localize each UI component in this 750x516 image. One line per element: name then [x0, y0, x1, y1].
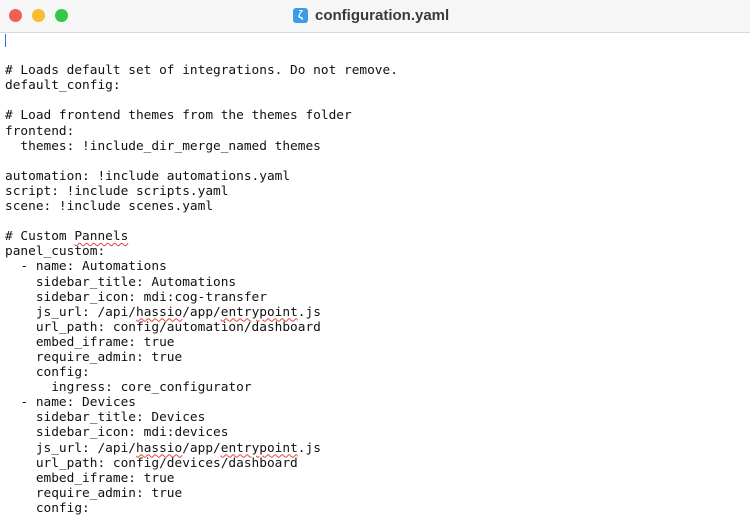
code-text: sidebar_title: Automations [5, 275, 236, 290]
text-caret [5, 34, 6, 47]
code-text: js_url: /api/ [5, 305, 136, 320]
code-line[interactable]: ingress: core_configurator [5, 380, 750, 395]
window-title-text: configuration.yaml [315, 7, 449, 24]
code-line[interactable] [5, 93, 750, 108]
maximize-window-button[interactable] [55, 9, 68, 22]
code-text: require_admin: true [5, 350, 182, 365]
code-text: .js [298, 305, 321, 320]
code-line[interactable]: themes: !include_dir_merge_named themes [5, 139, 750, 154]
code-text: /app/ [182, 305, 221, 320]
misspelled-word: hassio [136, 305, 182, 320]
code-text: themes: !include_dir_merge_named themes [5, 139, 321, 154]
code-text: url_path: config/devices/dashboard [5, 456, 298, 471]
misspelled-word: hassio [136, 441, 182, 456]
code-text: sidebar_title: Devices [5, 410, 205, 425]
code-line[interactable]: sidebar_icon: mdi:devices [5, 425, 750, 440]
misspelled-word: entrypoint [221, 441, 298, 456]
code-line[interactable]: require_admin: true [5, 350, 750, 365]
code-text: # Loads default set of integrations. Do … [5, 63, 398, 78]
code-text: require_admin: true [5, 486, 182, 501]
code-line[interactable]: default_config: [5, 78, 750, 93]
code-line[interactable]: embed_iframe: true [5, 471, 750, 486]
title-bar: ζ configuration.yaml [0, 0, 750, 33]
code-line[interactable]: js_url: /api/hassio/app/entrypoint.js [5, 305, 750, 320]
window-title: ζ configuration.yaml [293, 7, 449, 24]
code-text: ingress: core_configurator [5, 380, 252, 395]
text-editor[interactable]: # Loads default set of integrations. Do … [5, 33, 750, 485]
code-text: /app/ [182, 441, 221, 456]
code-text: # Custom [5, 229, 74, 244]
code-text: config: [5, 501, 90, 516]
code-text: config: [5, 365, 90, 380]
code-line[interactable]: automation: !include automations.yaml [5, 169, 750, 184]
code-line[interactable]: url_path: config/devices/dashboard [5, 456, 750, 471]
code-line[interactable]: - name: Automations [5, 259, 750, 274]
code-line[interactable]: - name: Devices [5, 395, 750, 410]
code-text: - name: Automations [5, 259, 167, 274]
code-line[interactable]: embed_iframe: true [5, 335, 750, 350]
code-line[interactable] [5, 154, 750, 169]
code-text: sidebar_icon: mdi:cog-transfer [5, 290, 267, 305]
misspelled-word: entrypoint [221, 305, 298, 320]
code-line[interactable]: script: !include scripts.yaml [5, 184, 750, 199]
code-line[interactable]: js_url: /api/hassio/app/entrypoint.js [5, 441, 750, 456]
text-editor-icon: ζ [293, 8, 308, 23]
code-line[interactable]: scene: !include scenes.yaml [5, 199, 750, 214]
code-line[interactable]: sidebar_icon: mdi:cog-transfer [5, 290, 750, 305]
code-text: embed_iframe: true [5, 335, 175, 350]
code-line[interactable]: sidebar_title: Devices [5, 410, 750, 425]
code-line[interactable]: url_path: config/automation/dashboard [5, 320, 750, 335]
code-text: sidebar_icon: mdi:devices [5, 425, 228, 440]
code-text: .js [298, 441, 321, 456]
code-line[interactable]: frontend: [5, 124, 750, 139]
code-text: js_url: /api/ [5, 441, 136, 456]
close-window-button[interactable] [9, 9, 22, 22]
code-line[interactable]: require_admin: true [5, 486, 750, 501]
code-line[interactable]: panel_custom: [5, 244, 750, 259]
code-text: frontend: [5, 124, 74, 139]
code-line[interactable] [5, 214, 750, 229]
code-line[interactable]: sidebar_title: Automations [5, 275, 750, 290]
code-line[interactable]: # Load frontend themes from the themes f… [5, 108, 750, 123]
code-line[interactable]: config: [5, 501, 750, 516]
minimize-window-button[interactable] [32, 9, 45, 22]
code-line[interactable]: # Custom Pannels [5, 229, 750, 244]
code-line[interactable]: # Loads default set of integrations. Do … [5, 63, 750, 78]
code-line[interactable]: config: [5, 365, 750, 380]
code-text: automation: !include automations.yaml [5, 169, 290, 184]
code-text: scene: !include scenes.yaml [5, 199, 213, 214]
code-text: url_path: config/automation/dashboard [5, 320, 321, 335]
code-text: panel_custom: [5, 244, 105, 259]
code-text: embed_iframe: true [5, 471, 175, 486]
code-text: script: !include scripts.yaml [5, 184, 228, 199]
code-text: - name: Devices [5, 395, 136, 410]
code-text: default_config: [5, 78, 121, 93]
misspelled-word: Pannels [74, 229, 128, 244]
code-text: # Load frontend themes from the themes f… [5, 108, 352, 123]
